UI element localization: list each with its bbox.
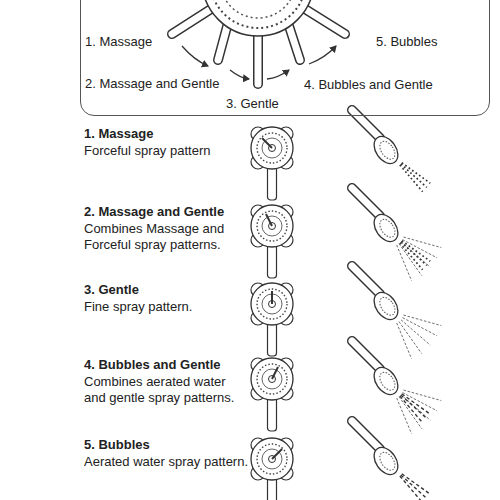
mode-description: Aerated water spray pattern. xyxy=(84,454,249,470)
mode-description: Combines Massage and Forceful spray patt… xyxy=(84,221,249,253)
mode-heading: 4. Bubbles and Gentle xyxy=(84,357,221,373)
mode-description: Combines aerated water and gentle spray … xyxy=(84,374,249,406)
mode-description: Forceful spray pattern xyxy=(84,143,249,159)
mode-heading: 1. Massage xyxy=(84,126,153,142)
mode-description: Fine spray pattern. xyxy=(84,299,249,315)
setting-label: 4. Bubbles and Gentle xyxy=(304,77,433,93)
setting-label: 2. Massage and Gentle xyxy=(85,76,219,92)
mode-heading: 5. Bubbles xyxy=(84,437,150,453)
setting-label: 5. Bubbles xyxy=(376,34,437,50)
selector-panel: 1. Massage 2. Massage and Gentle 3. Gentle… xyxy=(80,0,490,116)
mode-heading: 3. Gentle xyxy=(84,282,139,298)
setting-label: 3. Gentle xyxy=(226,96,279,112)
setting-label: 1. Massage xyxy=(85,34,152,50)
mode-heading: 2. Massage and Gentle xyxy=(84,204,224,220)
